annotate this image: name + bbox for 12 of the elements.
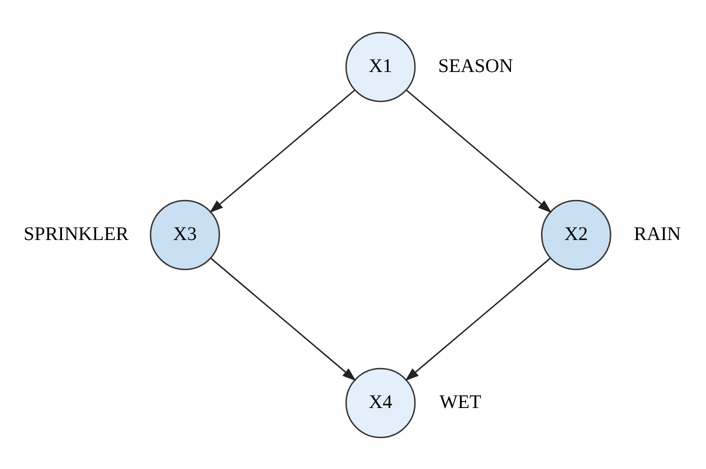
node-label: RAIN <box>634 224 681 245</box>
node-label: SEASON <box>438 56 514 77</box>
node-circle: X3 <box>150 199 220 270</box>
arrow <box>406 89 552 212</box>
node-label: WET <box>440 392 482 413</box>
arrow <box>209 89 356 212</box>
arrow <box>210 257 356 380</box>
node-circle: X2 <box>541 199 612 270</box>
arrow <box>405 257 551 380</box>
node-circle: X1 <box>345 31 416 102</box>
node-label: SPRINKLER <box>24 224 129 245</box>
node-circle: X4 <box>345 367 416 438</box>
